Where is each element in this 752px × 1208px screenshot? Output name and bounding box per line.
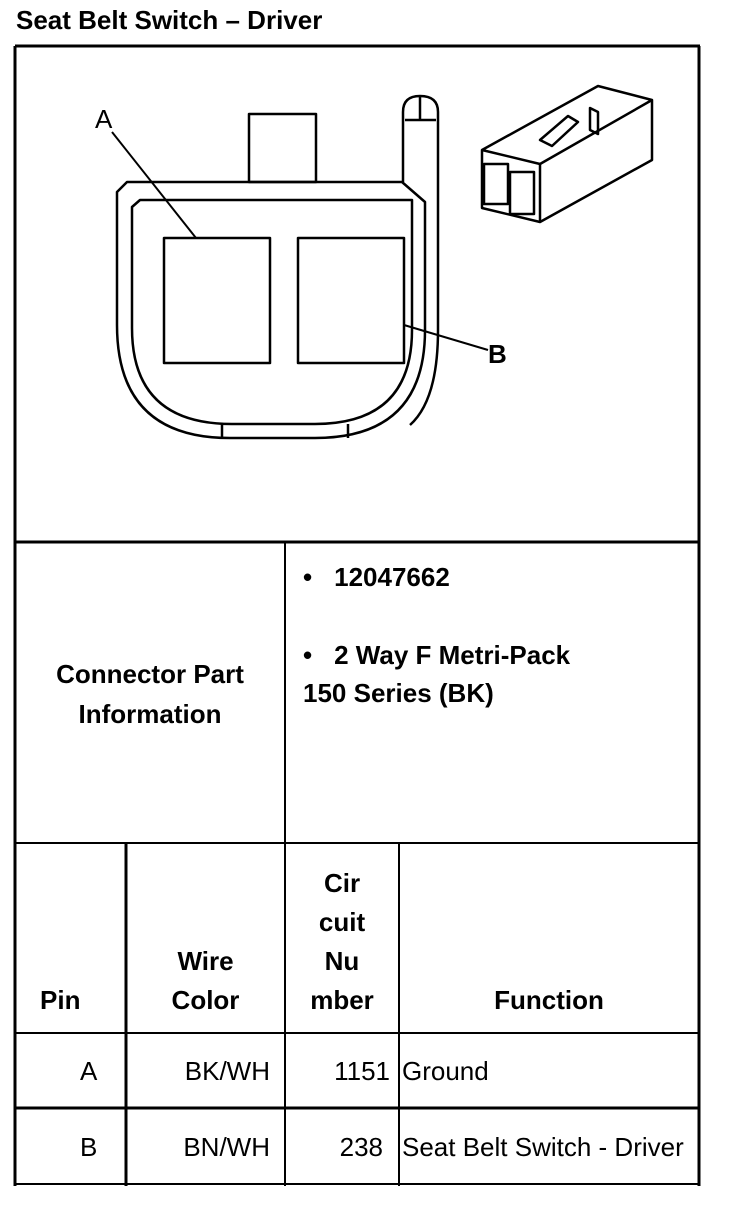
connector-body-outline — [115, 180, 427, 440]
header-pin: Pin — [40, 985, 81, 1015]
header-wire-color: Wire Color — [171, 946, 240, 1015]
cell-circuit: 1151 — [334, 1056, 390, 1086]
pin-label-b: B — [488, 339, 507, 369]
description-line-2: 150 Series (BK) — [303, 678, 494, 708]
cavity-b — [296, 236, 406, 365]
bullet: • — [303, 640, 313, 670]
header-function: Function — [494, 985, 604, 1015]
cell-function: Seat Belt Switch - Driver — [402, 1132, 684, 1162]
connector-body-inner — [130, 198, 414, 426]
bullet: • — [303, 562, 313, 592]
cavity-a — [162, 236, 272, 365]
leader-line-b — [403, 324, 489, 351]
cell-circuit: 238 — [339, 1132, 383, 1162]
leader-line-a — [111, 131, 197, 239]
connector-latch-arm — [401, 94, 440, 426]
cell-pin: A — [80, 1056, 98, 1086]
pin-label-a: A — [95, 104, 113, 134]
cell-function: Ground — [402, 1056, 489, 1086]
part-number-line: • 12047662 — [303, 562, 450, 593]
description: 2 Way F Metri-Pack — [334, 640, 571, 670]
header-circuit-number: Cir cuit Nu mber — [310, 868, 374, 1015]
page-title: Seat Belt Switch – Driver — [16, 5, 323, 35]
cell-pin: B — [80, 1132, 98, 1162]
connector-top-tab — [247, 112, 318, 184]
cell-wire-color: BK/WH — [184, 1056, 270, 1086]
connector-info-label: Connector Part Information — [56, 659, 244, 729]
description-line-1: • 2 Way F Metri-Pack — [303, 640, 570, 671]
connector-isometric-icon — [480, 84, 654, 224]
cell-wire-color: BN/WH — [183, 1132, 270, 1162]
part-number: 12047662 — [334, 562, 450, 592]
